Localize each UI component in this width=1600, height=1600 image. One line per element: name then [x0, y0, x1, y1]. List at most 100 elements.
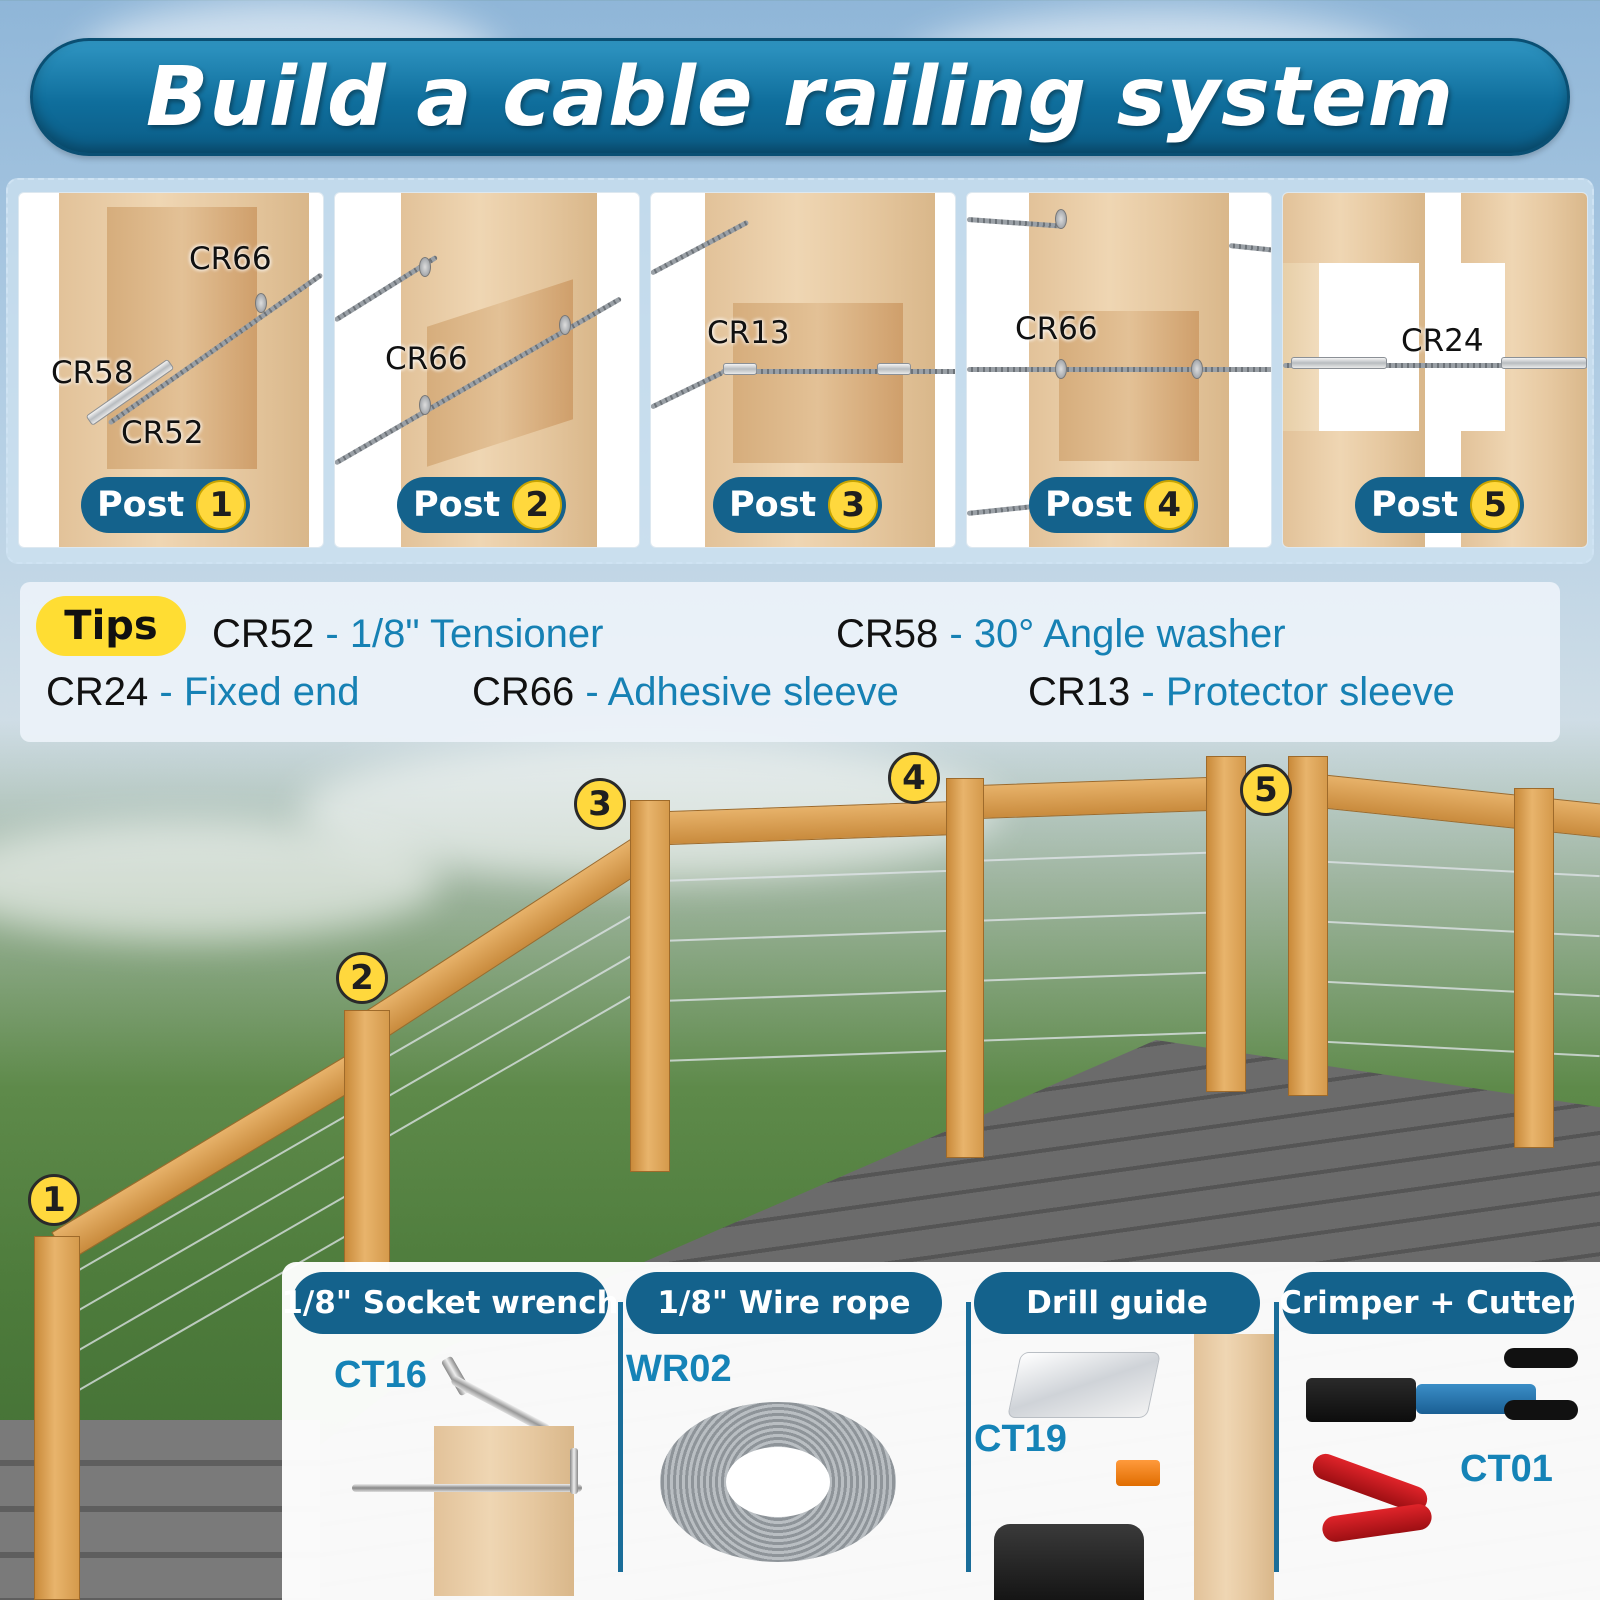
tip-code: CR52: [212, 612, 315, 656]
divider: [1274, 1302, 1279, 1572]
scene-cable: [379, 950, 641, 1102]
tool-header: 1/8" Socket wrench: [281, 1272, 619, 1334]
post-badge-5: Post 5: [1355, 477, 1525, 533]
post-label: Post: [1371, 485, 1459, 525]
scene-marker-2: 2: [336, 952, 388, 1004]
part-label-cr52: CR52: [121, 415, 204, 451]
washer: [255, 293, 267, 313]
tip-separator: -: [1130, 670, 1166, 714]
tip-description: Protector sleeve: [1165, 670, 1455, 714]
post-badge-3: Post 3: [713, 477, 883, 533]
scene-cable: [1309, 920, 1600, 938]
post-label: Post: [413, 485, 501, 525]
crimper-handle-icon: [1504, 1348, 1578, 1368]
tip-description: 30° Angle washer: [973, 612, 1286, 656]
post-number: 3: [828, 480, 879, 530]
post-gap: [1461, 263, 1505, 431]
divider: [966, 1302, 971, 1572]
divider: [618, 1302, 623, 1572]
crimper-handle-icon: [1504, 1400, 1578, 1420]
wood-notch: [733, 303, 903, 463]
tip-description: Fixed end: [183, 670, 360, 714]
railing-post-3: [630, 800, 670, 1172]
tip-cr13: CR13 - Protector sleeve: [1028, 670, 1455, 715]
post-number: 2: [512, 480, 563, 530]
drill-guide-icon: [1006, 1352, 1162, 1418]
railing-post-6: [1514, 788, 1554, 1148]
scene-marker-3: 3: [574, 778, 626, 830]
scene-cable: [969, 851, 1210, 862]
posts-strip: CR66 CR58 CR52 Post 1 CR66 Post 2 CR13: [6, 178, 1594, 564]
wrench-icon: [570, 1448, 578, 1494]
railing-post-4: [946, 778, 984, 1158]
tool-code: WR02: [626, 1348, 732, 1390]
post-number: 1: [196, 480, 247, 530]
tool-socket-wrench: 1/8" Socket wrench CT16: [281, 1262, 619, 1600]
post-number: 5: [1470, 480, 1521, 530]
cloud: [0, 820, 440, 940]
washer: [1191, 359, 1203, 379]
scene-cable: [969, 971, 1210, 982]
drill-bit-icon: [1116, 1460, 1160, 1486]
tool-code: CT19: [974, 1418, 1067, 1460]
tip-separator: -: [574, 670, 608, 714]
tip-code: CR13: [1028, 670, 1131, 714]
scene-cable: [1309, 980, 1600, 998]
post-label: Post: [1045, 485, 1133, 525]
top-rail: [949, 776, 1221, 820]
part-label-cr66: CR66: [385, 341, 468, 377]
tip-code: CR58: [836, 612, 939, 656]
post-panel-3: CR13 Post 3: [650, 192, 956, 548]
scene-cable: [1309, 860, 1600, 878]
part-label-cr58: CR58: [51, 355, 134, 391]
tool-header: Drill guide: [974, 1272, 1260, 1334]
post-panel-4: CR66 Post 4: [966, 192, 1272, 548]
top-rail: [1298, 772, 1600, 839]
fixed-end: [1291, 357, 1387, 369]
tool-code: CT16: [334, 1354, 427, 1396]
tool-wire-rope: 1/8" Wire rope WR02: [626, 1262, 946, 1600]
railing-post-1: [34, 1236, 80, 1600]
tip-cr24: CR24 - Fixed end: [46, 670, 359, 715]
crimper-icon: [1306, 1378, 1416, 1422]
scene-cable: [659, 989, 960, 1002]
page-title: Build a cable railing system: [145, 49, 1455, 145]
wood-block: [434, 1426, 574, 1596]
scene-marker-1: 1: [28, 1174, 80, 1226]
washer: [1055, 359, 1067, 379]
tip-separator: -: [938, 612, 974, 656]
tip-description: 1/8" Tensioner: [349, 612, 604, 656]
tool-header: Crimper + Cutter: [1279, 1272, 1577, 1334]
washer: [419, 395, 431, 415]
part-label-cr24: CR24: [1401, 323, 1484, 359]
wrench-icon: [352, 1484, 582, 1492]
post-label: Post: [97, 485, 185, 525]
post-panel-2: CR66 Post 2: [334, 192, 640, 548]
part-label-cr13: CR13: [707, 315, 790, 351]
tool-drill-guide: Drill guide CT19: [974, 1262, 1284, 1600]
tips-badge: Tips: [36, 596, 186, 656]
railing-post-5: [1206, 756, 1246, 1092]
post-number: 4: [1144, 480, 1195, 530]
drill-icon: [994, 1524, 1144, 1600]
washer: [559, 315, 571, 335]
fixed-end: [1501, 357, 1587, 369]
tip-code: CR24: [46, 670, 149, 714]
wire-coil-icon: [660, 1402, 896, 1562]
post-badge-2: Post 2: [397, 477, 567, 533]
washer: [1055, 209, 1067, 229]
scene-cable: [659, 1049, 960, 1062]
tip-cr52: CR52 - 1/8" Tensioner: [212, 612, 603, 657]
wood-post: [1194, 1334, 1274, 1600]
protector-sleeve: [877, 363, 911, 375]
cable: [1283, 363, 1587, 368]
tips-panel: Tips CR52 - 1/8" Tensioner CR58 - 30° An…: [20, 582, 1560, 742]
washer: [419, 257, 431, 277]
tip-code: CR66: [472, 670, 575, 714]
tool-crimper-cutter: Crimper + Cutter CT01: [1279, 1262, 1600, 1600]
cutter-icon: [1320, 1502, 1434, 1544]
scene-marker-5: 5: [1240, 764, 1292, 816]
cable: [967, 367, 1271, 372]
scene-cable: [1309, 1040, 1600, 1058]
tool-code: CT01: [1460, 1448, 1553, 1490]
